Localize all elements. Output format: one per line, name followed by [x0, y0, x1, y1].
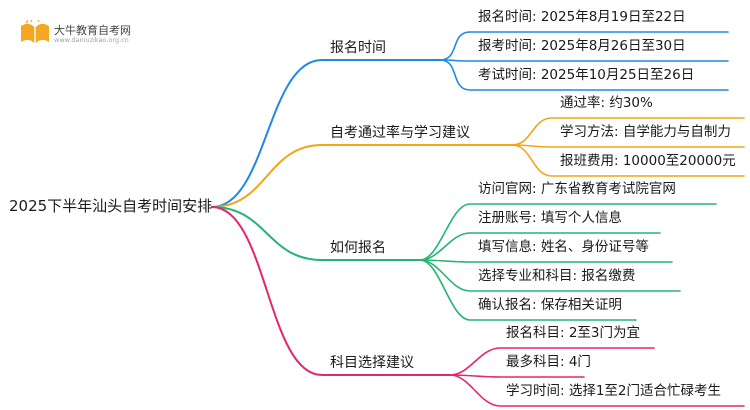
- branch-connector: [211, 206, 421, 261]
- leaf-connector: [511, 144, 745, 148]
- branch-connector: [211, 144, 513, 208]
- leaf-connector: [439, 59, 729, 62]
- leaf-connector: [439, 59, 729, 91]
- root-node-label: 2025下半年汕头自考时间安排: [9, 197, 213, 215]
- leaf-connector: [419, 203, 717, 261]
- leaf-label: 学习时间: 选择1至2门适合忙碌考生: [506, 383, 722, 399]
- leaf-connector: [449, 374, 585, 378]
- logo-name: 大牛教育自考网: [54, 24, 131, 37]
- book-icon: [21, 18, 49, 44]
- logo-url: www.daniuzikao.org.cn: [54, 36, 129, 44]
- leaf-label: 注册账号: 填写个人信息: [478, 210, 622, 226]
- leaf-label: 考试时间: 2025年10月25日至26日: [478, 67, 695, 83]
- leaf-label: 通过率: 约30%: [560, 95, 653, 111]
- leaf-connector: [419, 259, 681, 292]
- leaf-connector: [511, 144, 745, 177]
- leaf-connector: [439, 31, 729, 61]
- leaf-label: 报班费用: 10000至20000元: [560, 153, 736, 169]
- leaf-connector: [449, 374, 745, 407]
- leaf-connector: [449, 347, 655, 376]
- branch-connector: [211, 59, 441, 208]
- leaf-label: 访问官网: 广东省教育考试院官网: [478, 181, 676, 197]
- branch-label-how-to-register: 如何报名: [330, 240, 386, 256]
- leaf-connector: [511, 117, 745, 146]
- leaf-label: 选择专业和科目: 报名缴费: [478, 268, 636, 284]
- branch-connector: [211, 206, 451, 376]
- leaf-label: 最多科目: 4门: [506, 354, 591, 370]
- leaf-label: 确认报名: 保存相关证明: [478, 297, 622, 313]
- site-logo: 大牛教育自考网 www.daniuzikao.org.cn: [18, 18, 158, 46]
- branch-label-registration: 报名时间: [330, 40, 386, 56]
- leaf-label: 报考时间: 2025年8月26日至30日: [478, 38, 686, 54]
- branch-label-subject-advice: 科目选择建议: [330, 355, 414, 371]
- leaf-label: 报名科目: 2至3门为宜: [506, 325, 641, 341]
- leaf-label: 学习方法: 自学能力与自制力: [560, 124, 731, 140]
- leaf-connector: [419, 259, 673, 263]
- branch-label-pass-rate: 自考通过率与学习建议: [330, 125, 470, 141]
- leaf-connector: [419, 259, 637, 321]
- leaf-label: 填写信息: 姓名、身份证号等: [478, 239, 649, 255]
- leaf-connector: [419, 232, 661, 261]
- leaf-label: 报名时间: 2025年8月19日至22日: [478, 9, 686, 25]
